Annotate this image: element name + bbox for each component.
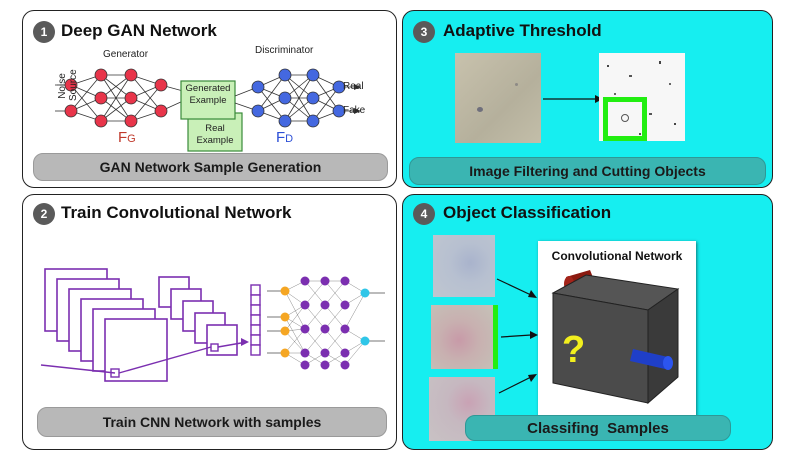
gan-caption: GAN Network Sample Generation xyxy=(33,153,388,181)
panel-gan: 1 Deep GAN Network xyxy=(22,10,397,188)
panel-title-train: Train Convolutional Network xyxy=(61,203,292,222)
generator-function-label: FG xyxy=(118,129,136,146)
cnn-diagram xyxy=(40,268,385,382)
panel-title-classification: Object Classification xyxy=(443,203,612,222)
fc-input-nodes xyxy=(280,286,290,358)
discriminator-function-main: F xyxy=(276,129,286,146)
cnn-feature-maps-small xyxy=(158,276,238,356)
detection-box xyxy=(603,97,647,141)
gan-diagram xyxy=(55,68,361,152)
generated-example-box xyxy=(180,80,236,120)
panel-cnn-training: 2 Train Convolutional Network xyxy=(22,194,397,450)
noise-source-label: Noise Source xyxy=(57,69,79,101)
fc-io-lines xyxy=(267,290,385,354)
panel-title-gan: Deep GAN Network xyxy=(61,21,217,40)
black-box-cube xyxy=(551,270,680,405)
step-badge-1: 1 xyxy=(33,21,55,43)
step-badge-2: 2 xyxy=(33,203,55,225)
real-output-label: Real xyxy=(343,81,364,92)
sample-image-1 xyxy=(433,235,495,297)
raw-microscope-image xyxy=(455,53,541,143)
discriminator-function-label: FD xyxy=(276,129,293,146)
train-caption: Train CNN Network with samples xyxy=(37,407,387,437)
fake-output-label: Fake xyxy=(343,105,366,116)
cnn-feature-maps-large xyxy=(44,268,168,382)
discriminator-function-sub: D xyxy=(285,133,294,145)
discriminator-nodes xyxy=(251,68,346,128)
convnet-box: Convolutional Network ? xyxy=(538,241,696,417)
classification-caption: Classifing Samples xyxy=(465,415,731,441)
convnet-box-title: Convolutional Network xyxy=(551,249,683,263)
panel-object-classification: 4 Object Classification Convolutional Ne… xyxy=(402,194,773,450)
unknown-class-symbol: ? xyxy=(562,329,586,371)
generator-function-sub: G xyxy=(127,133,136,145)
discriminator-label: Discriminator xyxy=(255,45,314,56)
generator-nodes xyxy=(64,68,168,128)
thresholded-image xyxy=(599,53,685,141)
sample-image-2 xyxy=(431,305,493,369)
threshold-caption: Image Filtering and Cutting Objects xyxy=(409,157,766,185)
sample-2-indicator-bar xyxy=(493,305,498,369)
fc-hidden-nodes xyxy=(300,276,350,370)
step-badge-4: 4 xyxy=(413,203,435,225)
real-example-label: Real Example xyxy=(196,123,234,146)
generator-label: Generator xyxy=(103,49,149,60)
cnn-flatten-vector xyxy=(250,284,261,356)
fc-output-nodes xyxy=(360,288,370,346)
panel-title-threshold: Adaptive Threshold xyxy=(443,21,602,40)
generated-example-label: Generated Example xyxy=(185,83,231,106)
step-badge-3: 3 xyxy=(413,21,435,43)
classification-arrows xyxy=(496,278,538,394)
panel-adaptive-threshold: 3 Adaptive Threshold Image Filtering and… xyxy=(402,10,773,188)
cnn-flow-lines xyxy=(40,342,242,374)
generator-function-main: F xyxy=(118,129,128,146)
